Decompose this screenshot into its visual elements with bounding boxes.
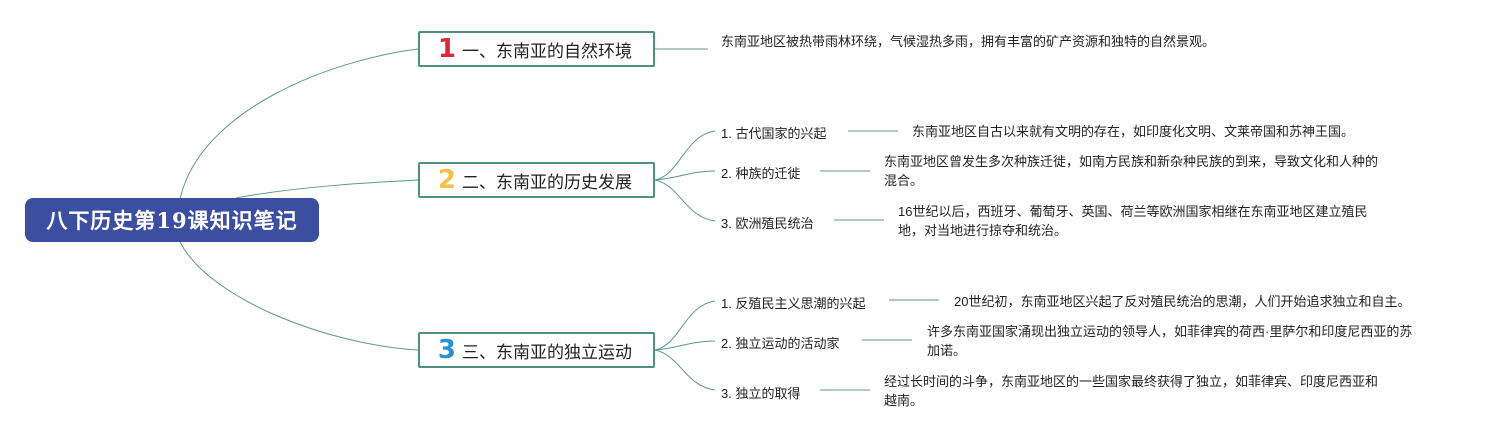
link-root-branch2 bbox=[235, 179, 419, 199]
branch-1-desc: 东南亚地区被热带雨林环绕，气候湿热多雨，拥有丰富的矿产资源和独特的自然景观。 bbox=[721, 34, 1216, 49]
link-root-branch1 bbox=[179, 48, 419, 200]
branch-1-node[interactable]: 1 一、东南亚的自然环境 bbox=[418, 31, 655, 67]
branch-3-item-1[interactable]: 1. 反殖民主义思潮的兴起 bbox=[721, 296, 866, 311]
link-root-branch3 bbox=[179, 241, 419, 351]
branch-2-node[interactable]: 2 二、东南亚的历史发展 bbox=[418, 162, 655, 198]
branch-2-item-2-desc: 东南亚地区曾发生多次种族迁徙，如南方民族和新杂种民族的到来，导致文化和人种的混合… bbox=[884, 154, 1379, 188]
link-branch2-item2 bbox=[654, 170, 716, 181]
branch-3-node[interactable]: 3 三、东南亚的独立运动 bbox=[418, 332, 655, 368]
branch-2-item-3-desc: 16世纪以后，西班牙、葡萄牙、英国、荷兰等欧洲国家相继在东南亚地区建立殖民地，对… bbox=[898, 204, 1368, 238]
branch-1-number: 1 bbox=[437, 34, 456, 64]
link-branch3-item1 bbox=[654, 300, 716, 351]
branch-3-item-2-desc: 许多东南亚国家涌现出独立运动的领导人，如菲律宾的荷西·里萨尔和印度尼西亚的苏加诺… bbox=[927, 324, 1413, 358]
branch-3-item-1-desc: 20世纪初，东南亚地区兴起了反对殖民统治的思潮，人们开始追求独立和自主。 bbox=[954, 294, 1411, 309]
branch-2-title: 二、东南亚的历史发展 bbox=[462, 172, 632, 192]
link-branch3-item3 bbox=[654, 349, 716, 391]
branch-1-title: 一、东南亚的自然环境 bbox=[462, 41, 632, 61]
link-branch2-item1 bbox=[654, 130, 716, 181]
branch-3-number: 3 bbox=[437, 335, 456, 365]
link-branch3-item2 bbox=[654, 340, 716, 351]
branch-3-item-2[interactable]: 2. 独立运动的活动家 bbox=[721, 336, 840, 351]
branch-2-item-2[interactable]: 2. 种族的迁徙 bbox=[721, 166, 801, 181]
root-node[interactable]: 八下历史第19课知识笔记 bbox=[25, 198, 319, 242]
root-title: 八下历史第19课知识笔记 bbox=[46, 208, 298, 233]
branch-2-item-1-desc: 东南亚地区自古以来就有文明的存在，如印度化文明、文莱帝国和苏神王国。 bbox=[912, 124, 1355, 139]
link-branch2-item3 bbox=[654, 179, 716, 222]
branch-2-item-1[interactable]: 1. 古代国家的兴起 bbox=[721, 126, 827, 141]
branch-2-number: 2 bbox=[437, 165, 456, 195]
branch-3-item-3[interactable]: 3. 独立的取得 bbox=[721, 386, 801, 401]
branch-3-title: 三、东南亚的独立运动 bbox=[462, 342, 632, 362]
branch-2-item-3[interactable]: 3. 欧洲殖民统治 bbox=[721, 216, 814, 231]
branch-3-item-3-desc: 经过长时间的斗争，东南亚地区的一些国家最终获得了独立，如菲律宾、印度尼西亚和越南… bbox=[884, 374, 1379, 408]
